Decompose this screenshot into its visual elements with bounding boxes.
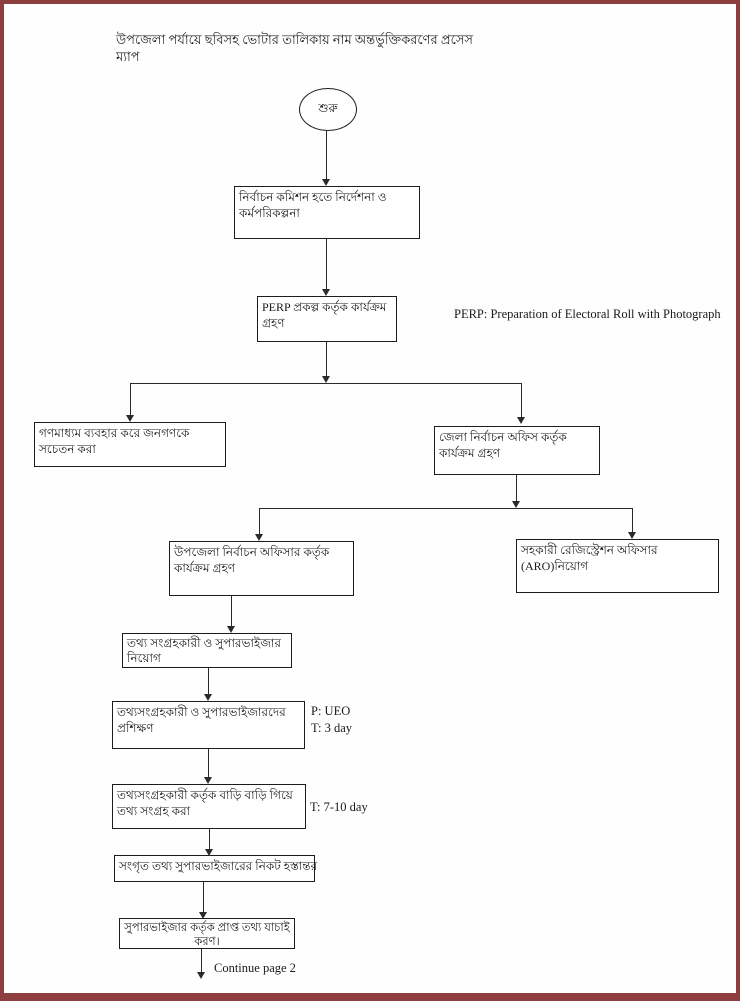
flow-node-ec-instructions: নির্বাচন কমিশন হতে নির্দেশনা ও কর্মপরিকল… [234, 186, 420, 239]
arrowhead-icon [322, 376, 330, 383]
house-to-house-time-note: T: 7-10 day [310, 800, 368, 814]
flow-node-house-to-house-collection: তথ্যসংগ্রহকারী কর্তৃক বাড়ি বাড়ি গিয়ে … [112, 784, 306, 829]
arrowhead-icon [322, 179, 330, 186]
connector-line [259, 509, 260, 534]
training-time-note: T: 3 day [311, 721, 353, 735]
flow-node-upazila-election-officer: উপজেলা নির্বাচন অফিসার কর্তৃক কার্যক্রম … [169, 541, 354, 596]
continue-page-note: Continue page 2 [214, 961, 296, 975]
connector-line [521, 384, 522, 417]
connector-line [208, 668, 209, 694]
connector-line [209, 829, 210, 849]
connector-line [326, 131, 327, 179]
flow-node-handover-to-supervisor: সংগৃত তথ্য সুপারভাইজারের নিকট হস্তান্তর [114, 855, 317, 882]
page-title: উপজেলা পর্যায়ে ছবিসহ ভোটার তালিকায় নাম… [116, 32, 473, 64]
arrowhead-icon [322, 289, 330, 296]
connector-line [516, 475, 517, 501]
arrowhead-icon [199, 912, 207, 919]
arrowhead-icon [197, 972, 205, 979]
flow-start-node: শুরু [299, 88, 357, 131]
connector-line [632, 509, 633, 532]
flow-node-mass-media-awareness: গণমাধ্যম ব্যবহার করে জনগণকে সচেতন করা [34, 422, 226, 467]
arrowhead-icon [205, 849, 213, 856]
connector-line [231, 596, 232, 626]
connector-line [201, 949, 202, 972]
arrowhead-icon [227, 626, 235, 633]
connector-line [130, 384, 131, 415]
perp-definition-note: PERP: Preparation of Electoral Roll with… [454, 307, 721, 321]
flow-node-training: তথ্যসংগ্রহকারী ও সুপারভাইজারদের প্রশিক্ষ… [112, 701, 305, 749]
flow-node-aro-appointment: সহকারী রেজিস্ট্রেশন অফিসার (ARO)নিয়োগ [516, 539, 719, 593]
training-person-note: P: UEO [311, 704, 351, 718]
arrowhead-icon [255, 534, 263, 541]
flow-node-district-election-office: জেলা নির্বাচন অফিস কর্তৃক কার্যক্রম গ্রহ… [434, 426, 600, 475]
flow-node-perp-activities: PERP প্রকল্প কর্তৃক কার্যক্রম গ্রহণ [257, 296, 397, 342]
arrowhead-icon [204, 694, 212, 701]
connector-line [130, 383, 522, 384]
connector-line [259, 508, 633, 509]
flow-node-collector-supervisor-appointment: তথ্য সংগ্রহকারী ও সুপারভাইজার নিয়োগ [122, 633, 292, 668]
arrowhead-icon [628, 532, 636, 539]
connector-line [208, 749, 209, 777]
connector-line [326, 239, 327, 289]
arrowhead-icon [517, 417, 525, 424]
arrowhead-icon [204, 777, 212, 784]
connector-line [203, 882, 204, 912]
arrowhead-icon [126, 415, 134, 422]
flow-node-supervisor-verification: সুপারভাইজার কর্তৃক প্রাপ্ত তথ্য যাচাই কর… [119, 918, 295, 949]
connector-line [326, 342, 327, 376]
arrowhead-icon [512, 501, 520, 508]
